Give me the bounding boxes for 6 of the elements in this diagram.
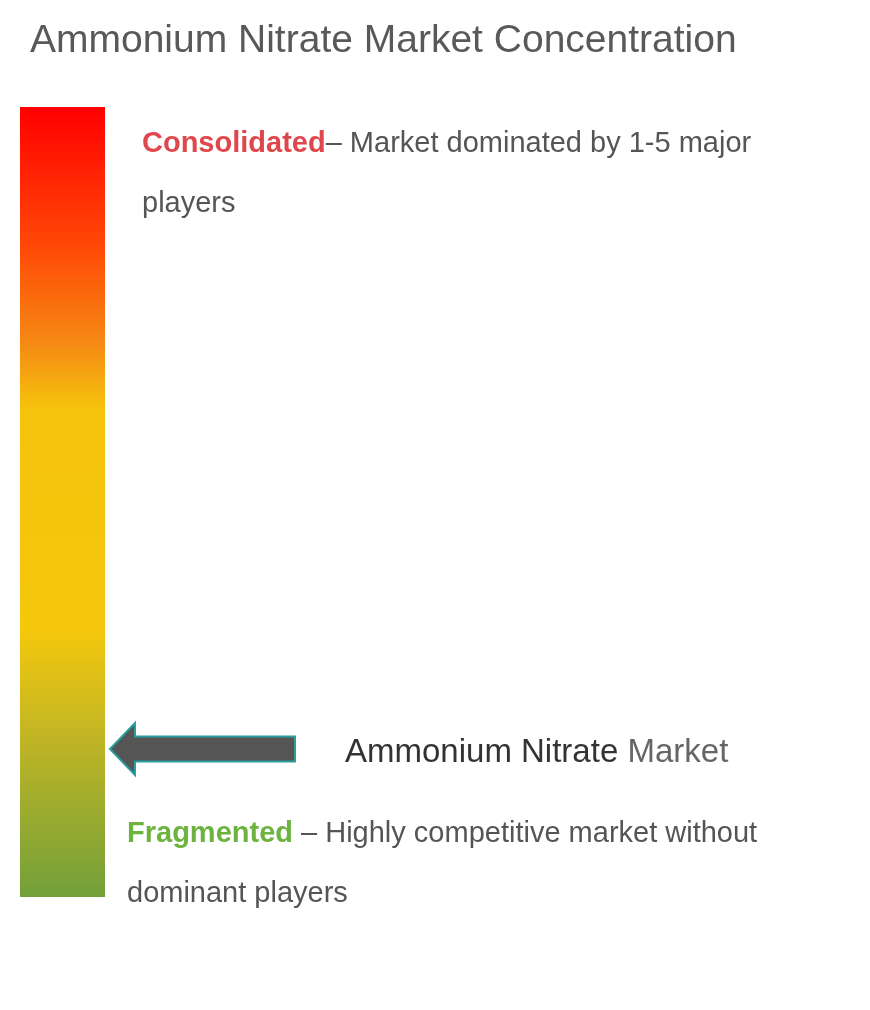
arrow (108, 720, 296, 778)
market-label: Ammonium Nitrate Market (345, 731, 729, 771)
chart-title: Ammonium Nitrate Market Concentration (30, 16, 737, 62)
description-text: Consolidated– Market dominated by 1-5 major players (142, 125, 753, 220)
gradient-bar (20, 107, 105, 897)
description-text: Fragmented – Highly competitive market without dominant players (127, 815, 759, 910)
